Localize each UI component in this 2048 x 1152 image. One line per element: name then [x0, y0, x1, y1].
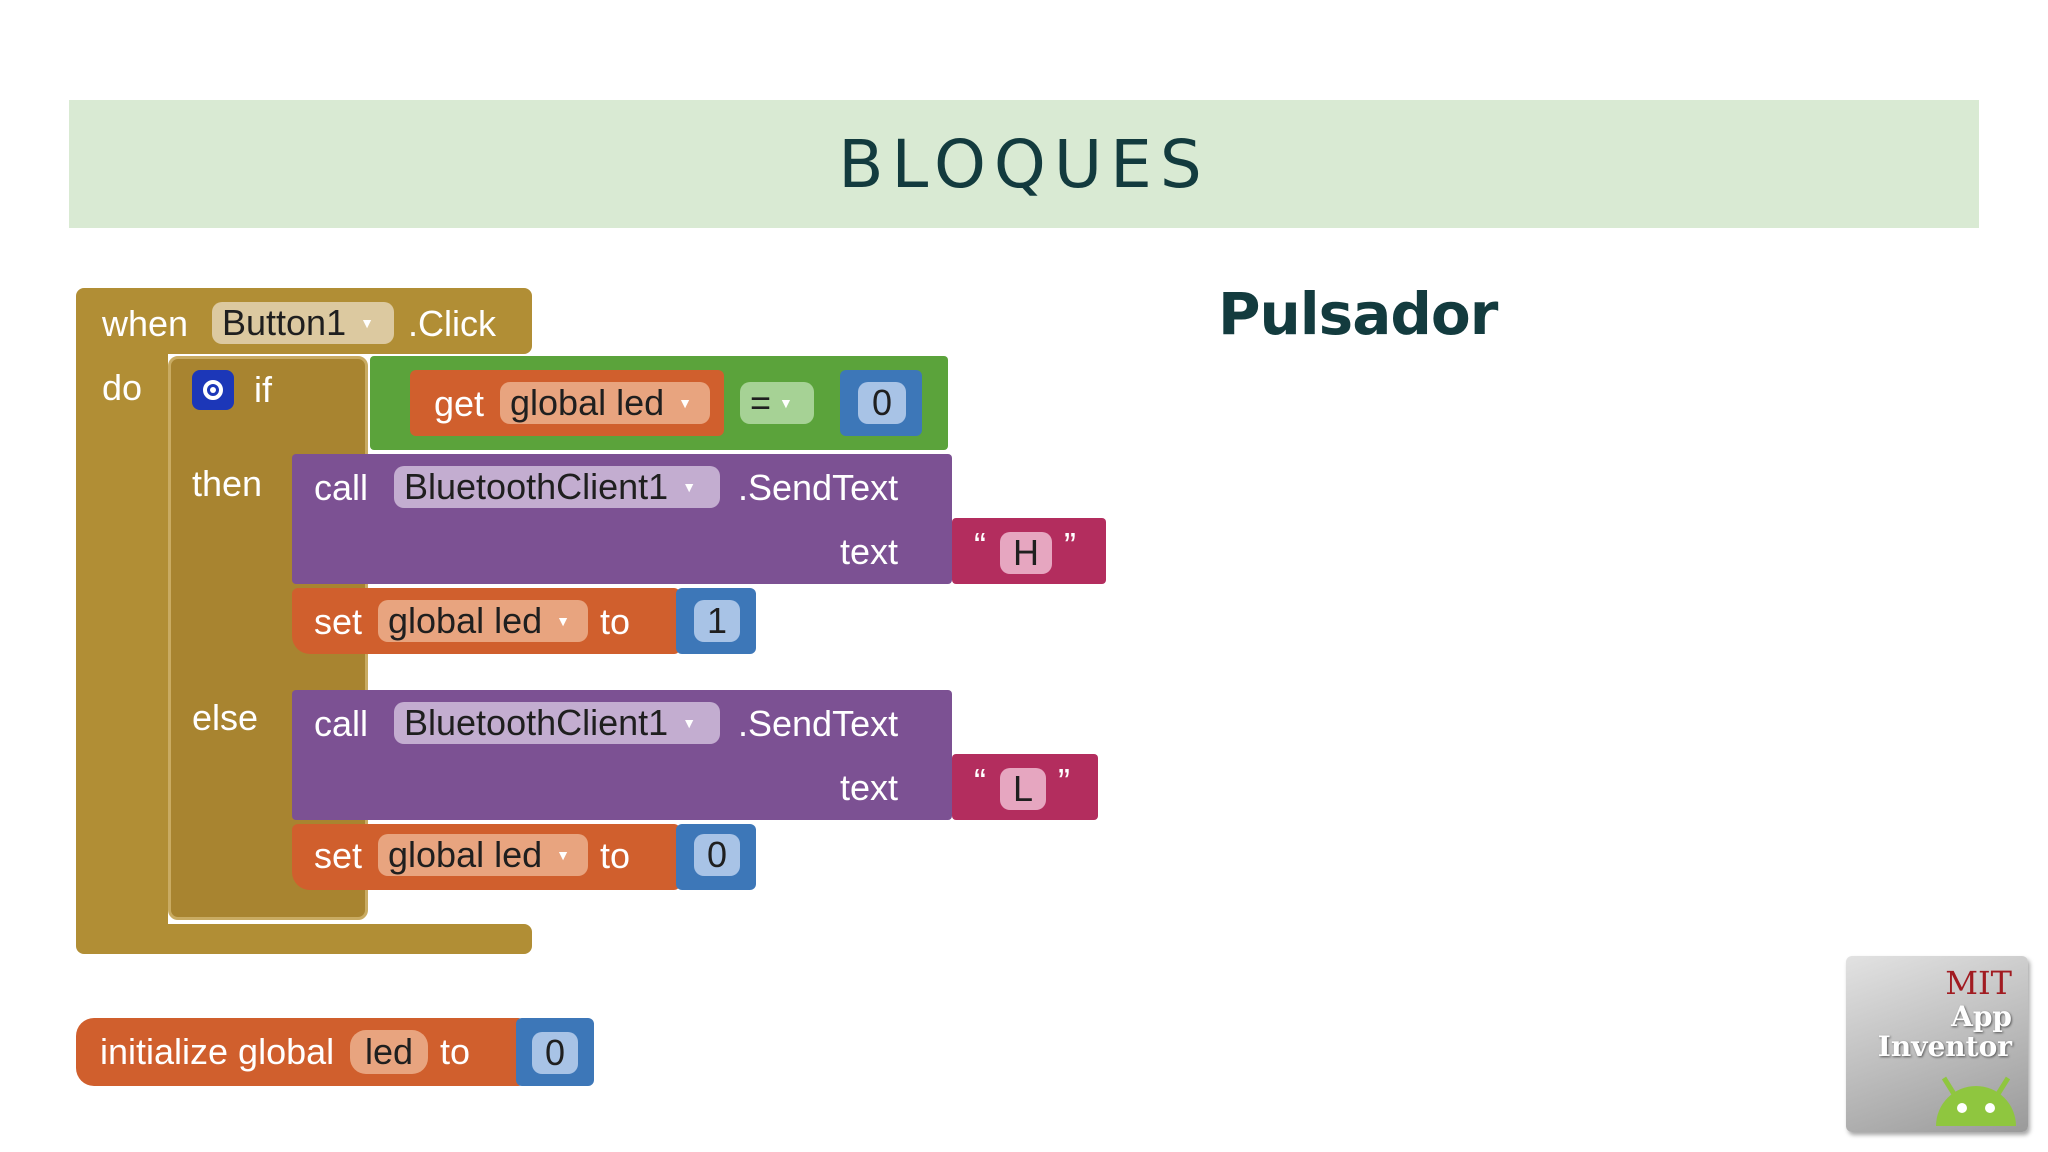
method-name: .SendText [738, 467, 899, 508]
quote-open: “ [974, 525, 986, 566]
gear-icon[interactable] [192, 370, 234, 410]
text-value: H [1013, 532, 1039, 573]
quote-close: ” [1058, 761, 1070, 802]
variable-name: global led [510, 382, 665, 423]
when-block-spine [76, 340, 168, 952]
quote-close: ” [1064, 525, 1076, 566]
component-dropdown-bluetooth[interactable]: BluetoothClient1 ▼ [394, 466, 720, 508]
method-name: .SendText [738, 703, 899, 744]
call-label: call [314, 703, 369, 744]
number-field[interactable]: 0 [694, 834, 740, 876]
mit-app-inventor-logo: MIT App Inventor [1846, 956, 2028, 1132]
android-robot-icon [1936, 1076, 2016, 1126]
operator-dropdown[interactable]: = ▼ [740, 382, 814, 424]
logo-text-app: App [1951, 1000, 2012, 1033]
set-label: set [314, 601, 363, 642]
section-subtitle: Pulsador [1218, 280, 1498, 348]
number-field[interactable]: 0 [532, 1032, 578, 1074]
when-block-footer [76, 924, 532, 954]
chevron-down-icon: ▼ [678, 395, 692, 411]
variable-dropdown[interactable]: global led ▼ [378, 600, 588, 642]
initialize-global-block[interactable] [76, 1018, 524, 1086]
event-name: .Click [408, 303, 496, 344]
chevron-down-icon: ▼ [779, 395, 793, 411]
initialize-label: initialize global [100, 1031, 335, 1072]
chevron-down-icon: ▼ [556, 613, 570, 629]
else-label: else [192, 697, 259, 738]
text-field[interactable]: L [1000, 768, 1046, 810]
variable-name: global led [388, 600, 543, 641]
to-label: to [600, 601, 631, 642]
param-label: text [840, 767, 899, 808]
chevron-down-icon: ▼ [682, 715, 697, 731]
variable-dropdown[interactable]: global led ▼ [378, 834, 588, 876]
title-banner: BLOQUES [69, 100, 1979, 228]
component-dropdown-bluetooth[interactable]: BluetoothClient1 ▼ [394, 702, 720, 744]
chevron-down-icon: ▼ [360, 315, 374, 331]
text-value: L [1012, 768, 1034, 809]
then-label: then [192, 463, 263, 504]
call-label: call [314, 467, 369, 508]
number-value: 0 [544, 1032, 566, 1073]
number-field[interactable]: 1 [694, 600, 740, 642]
chevron-down-icon: ▼ [556, 847, 570, 863]
number-field[interactable]: 0 [858, 382, 906, 424]
do-label: do [102, 367, 143, 408]
operator-symbol: = [750, 382, 772, 423]
logo-text-mit: MIT [1945, 964, 2012, 1002]
get-label: get [434, 383, 485, 424]
to-label: to [440, 1031, 471, 1072]
param-label: text [840, 531, 899, 572]
component-name: BluetoothClient1 [404, 702, 669, 743]
chevron-down-icon: ▼ [682, 479, 697, 495]
to-label: to [600, 835, 631, 876]
component-name: BluetoothClient1 [404, 466, 669, 507]
when-label: when [102, 303, 189, 344]
component-name: Button1 [222, 302, 347, 343]
logo-text-inventor: Inventor [1877, 1030, 2012, 1063]
text-field[interactable]: H [1000, 532, 1052, 574]
variable-dropdown[interactable]: global led ▼ [500, 382, 710, 424]
component-dropdown-button1[interactable]: Button1 ▼ [212, 302, 394, 344]
number-value: 0 [706, 834, 728, 875]
page-title: BLOQUES [838, 125, 1210, 203]
number-value: 0 [871, 382, 893, 423]
variable-name: global led [388, 834, 543, 875]
variable-name-field[interactable]: led [350, 1030, 428, 1074]
quote-open: “ [974, 761, 986, 802]
set-label: set [314, 835, 363, 876]
number-value: 1 [706, 600, 728, 641]
variable-name: led [364, 1031, 414, 1072]
if-label: if [254, 369, 272, 410]
